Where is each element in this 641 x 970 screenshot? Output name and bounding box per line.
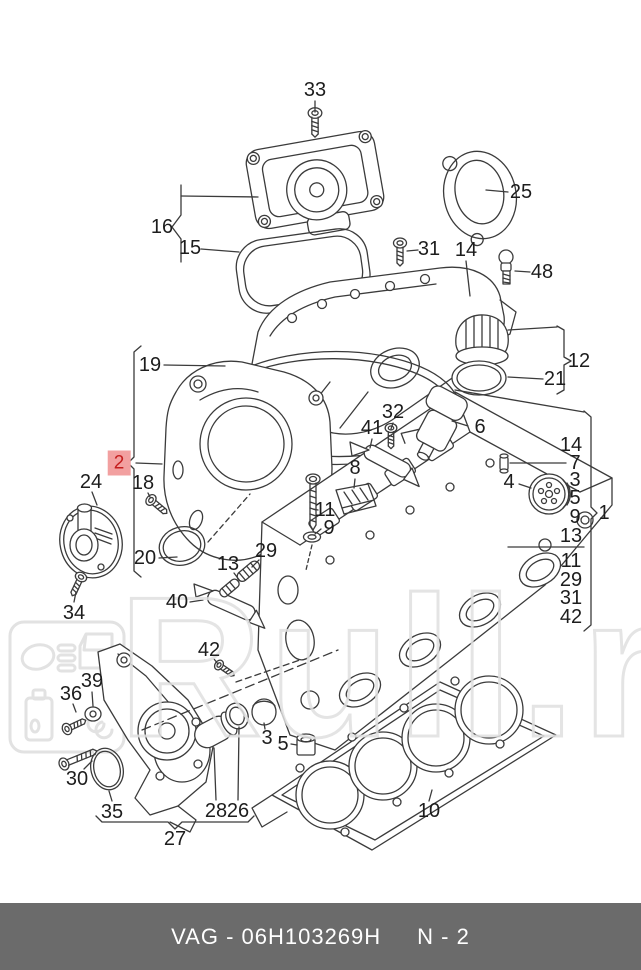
spring-stud-drawing	[218, 559, 261, 598]
cam-plate-drawing	[53, 500, 129, 583]
part-callout-40[interactable]: 40	[165, 591, 189, 613]
gear-and-pin-drawing	[500, 454, 570, 514]
part-callout-12[interactable]: 12	[567, 350, 591, 372]
part-callout-14[interactable]: 14	[559, 434, 583, 456]
part-callout-13[interactable]: 13	[216, 553, 240, 575]
part-callout-29[interactable]: 29	[254, 540, 278, 562]
part-callout-31[interactable]: 31	[559, 587, 583, 609]
part-callout-27[interactable]: 27	[163, 828, 187, 850]
part-callout-29[interactable]: 29	[559, 569, 583, 591]
part-callout-6[interactable]: 6	[474, 416, 486, 438]
tensioner-unit-drawing	[244, 129, 388, 244]
part-callout-3[interactable]: 3	[261, 727, 273, 749]
part-callout-7[interactable]: 7	[569, 452, 581, 474]
footer-page-code: N - 2	[417, 923, 470, 949]
headlight-icon	[20, 641, 57, 672]
part-callout-34[interactable]: 34	[62, 602, 86, 624]
part-callout-5[interactable]: 5	[277, 733, 289, 755]
part-callout-25[interactable]: 25	[509, 181, 533, 203]
sealant-parts-drawing	[194, 442, 426, 629]
part-callout-5[interactable]: 5	[569, 487, 581, 509]
part-callout-32[interactable]: 32	[381, 401, 405, 423]
menu-bars-icon	[58, 645, 75, 671]
part-callout-14[interactable]: 14	[454, 239, 478, 261]
footer-bar: VAG - 06H103269H N - 2	[0, 903, 641, 970]
part-callout-41[interactable]: 41	[360, 417, 384, 439]
part-callout-9[interactable]: 9	[323, 517, 335, 539]
part-callout-30[interactable]: 30	[65, 768, 89, 790]
part-callout-26[interactable]: 26	[226, 800, 250, 822]
footer-catalog-code: VAG - 06H103269H	[171, 923, 382, 949]
ball-stud-drawing	[499, 250, 513, 284]
part-callout-11[interactable]: 11	[314, 499, 336, 521]
exploded-parts-drawing	[0, 0, 641, 903]
part-callout-1[interactable]: 1	[598, 502, 610, 524]
part-callout-18[interactable]: 18	[131, 472, 155, 494]
round-gasket-drawing	[436, 144, 526, 250]
part-callout-2[interactable]: 2	[107, 450, 131, 476]
part-callout-33[interactable]: 33	[303, 79, 327, 101]
oil-cap-drawing	[452, 315, 508, 395]
part-callout-31[interactable]: 31	[417, 238, 441, 260]
oil-canister-icon	[26, 690, 52, 740]
part-callout-19[interactable]: 19	[138, 354, 162, 376]
washer-39-drawing	[85, 707, 101, 721]
pump-oring-drawing	[86, 745, 127, 793]
part-callout-9[interactable]: 9	[569, 506, 581, 528]
part-callout-24[interactable]: 24	[79, 471, 103, 493]
part-callout-10[interactable]: 10	[417, 800, 441, 822]
tappet-parts-drawing	[190, 699, 315, 755]
part-callout-20[interactable]: 20	[133, 547, 157, 569]
head-bolt-drawing	[304, 474, 321, 542]
part-callout-4[interactable]: 4	[503, 471, 515, 493]
part-callout-28[interactable]: 28	[204, 800, 228, 822]
part-callout-15[interactable]: 15	[178, 237, 202, 259]
part-callout-13[interactable]: 13	[559, 525, 583, 547]
sensor-drawing	[395, 380, 470, 466]
part-callout-3[interactable]: 3	[569, 469, 581, 491]
water-pump-drawing	[98, 644, 214, 832]
part-callout-16[interactable]: 16	[150, 216, 174, 238]
part-callout-11[interactable]: 11	[560, 550, 582, 572]
part-callout-48[interactable]: 48	[530, 261, 554, 283]
seal-ring-drawing	[155, 522, 209, 571]
part-callout-39[interactable]: 39	[80, 670, 104, 692]
head-gasket-drawing	[252, 676, 556, 850]
part-callout-8[interactable]: 8	[349, 457, 361, 479]
watermark-icon-box	[10, 622, 124, 752]
part-callout-35[interactable]: 35	[100, 801, 124, 823]
part-callout-42[interactable]: 42	[559, 606, 583, 628]
part-callout-36[interactable]: 36	[59, 683, 83, 705]
part-callout-42[interactable]: 42	[197, 639, 221, 661]
part-callout-21[interactable]: 21	[543, 368, 567, 390]
